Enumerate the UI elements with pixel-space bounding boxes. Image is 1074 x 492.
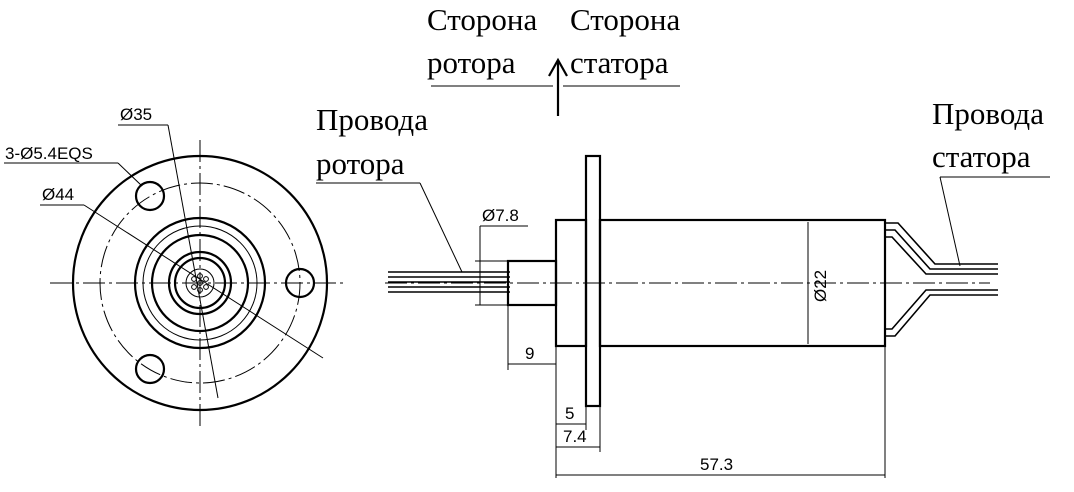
flange-outer-circle (71, 154, 329, 412)
d35-label: Ø35 (120, 105, 152, 124)
hub-circle (150, 233, 250, 333)
d22-label: Ø22 (811, 270, 830, 302)
body-inner-circle (142, 225, 258, 341)
orientation-indicator: Сторона ротора Сторона статора (427, 2, 680, 116)
len9-label: 9 (525, 344, 534, 363)
rotor-side-label-line2: ротора (427, 45, 516, 80)
body-circle (133, 216, 267, 350)
mounting-hole-3 (284, 267, 316, 299)
rotor-wires-label-line1: Провода (316, 102, 428, 137)
stator-side-label-line2: статора (570, 45, 669, 80)
rotor-wires-callout: Провода ротора (316, 102, 463, 273)
stator-side-label-line1: Сторона (570, 2, 680, 37)
holes-leader (117, 162, 143, 187)
shaft-circle (173, 256, 227, 310)
holes-label: 3-Ø5.4EQS (5, 144, 93, 163)
rotor-wires (388, 271, 510, 293)
rotor-side-label-line1: Сторона (427, 2, 537, 37)
d7_8-label: Ø7.8 (482, 206, 519, 225)
stator-wires (885, 222, 998, 337)
separator-arrow-head (548, 57, 568, 77)
stator-body (598, 218, 887, 348)
side-view: Ø7.8 Ø22 9 5 7.4 57.3 (385, 154, 998, 478)
len57_3-label: 57.3 (700, 455, 733, 474)
d35-leader (167, 124, 219, 399)
stator-wires-label-line2: статора (932, 139, 1031, 174)
flange (584, 154, 602, 408)
bolt-circle (99, 182, 301, 384)
stator-wires-callout: Провода статора (932, 96, 1050, 267)
wire-ends (191, 273, 209, 293)
rotor-wires-label-line2: ротора (316, 146, 405, 181)
mounting-hole-1 (134, 180, 166, 212)
len7_4-label: 7.4 (563, 427, 587, 446)
d44-leader (83, 204, 324, 359)
d44-label: Ø44 (42, 185, 74, 204)
front-view: Ø35 3-Ø5.4EQS Ø44 (4, 105, 345, 430)
stator-wires-leader (939, 176, 961, 267)
rotor-wires-leader (419, 182, 463, 273)
stator-wires-label-line1: Провода (932, 96, 1044, 131)
len5-label: 5 (565, 404, 574, 423)
shaft-outer-circle (167, 250, 233, 316)
mounting-hole-2 (134, 353, 166, 385)
